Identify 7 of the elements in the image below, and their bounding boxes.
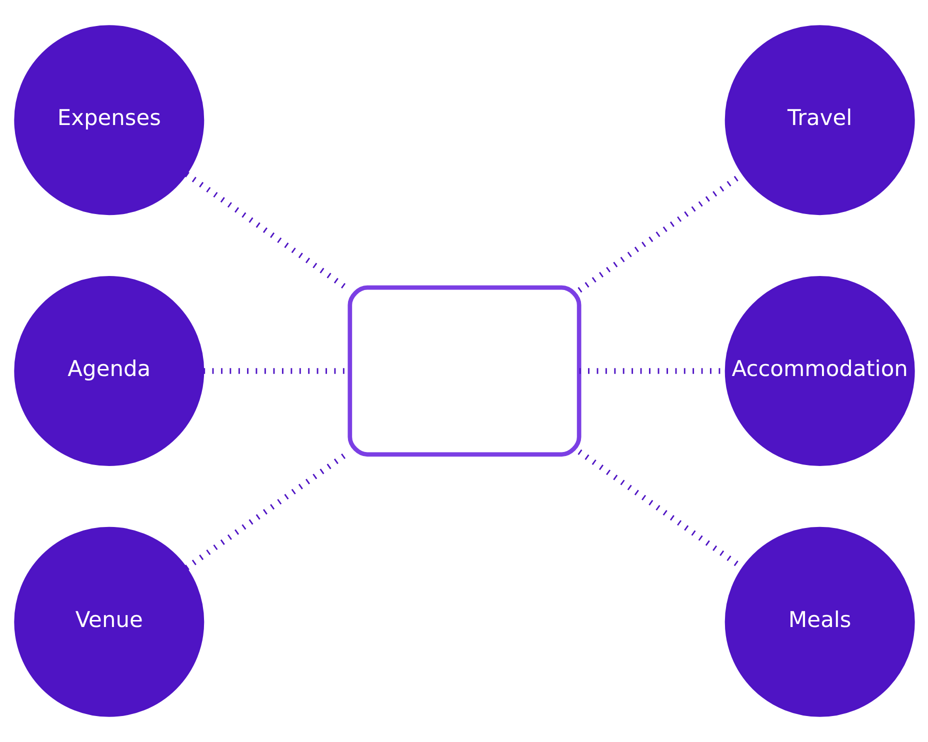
node-monitor [347, 285, 581, 457]
node-circle: Expenses [14, 25, 204, 216]
node-circle: Accommodation [724, 276, 914, 466]
node-circle: Venue [14, 526, 204, 717]
node-circle: Agenda [14, 276, 204, 466]
node-circle: Travel [724, 25, 914, 216]
node-circle: Meals [724, 526, 914, 717]
